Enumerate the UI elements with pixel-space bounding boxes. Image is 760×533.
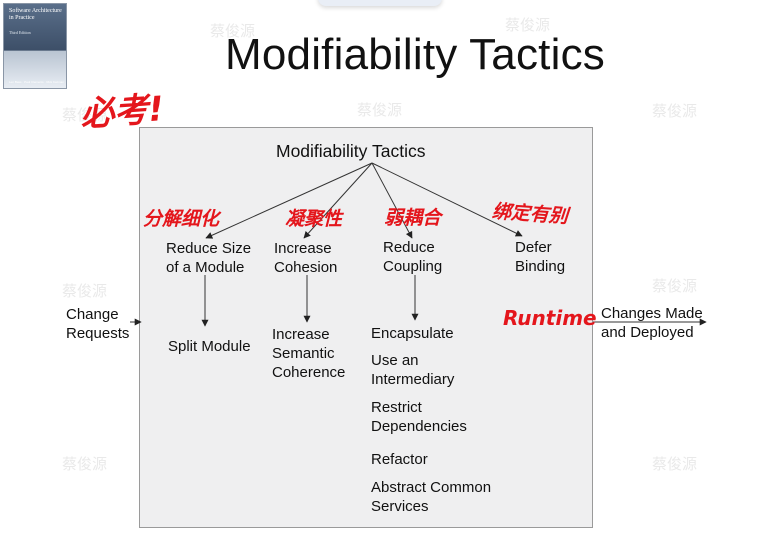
watermark: 蔡俊源 bbox=[652, 277, 698, 295]
input-line-1: Change bbox=[66, 306, 119, 323]
watermark: 蔡俊源 bbox=[62, 282, 108, 300]
watermark: 蔡俊源 bbox=[505, 16, 551, 34]
category-defer-binding: Defer Binding bbox=[515, 238, 565, 276]
diagram-panel bbox=[139, 127, 593, 528]
tactic-coherence-line-1: Increase bbox=[272, 326, 330, 343]
book-cover-authors: Len Bass · Paul Clements · Rick Kazman bbox=[9, 80, 65, 84]
annotation-coupling: 弱耦合 bbox=[384, 207, 442, 229]
output-line-1: Changes Made bbox=[601, 305, 703, 322]
tactic-abstract-common-services: Abstract Common Services bbox=[371, 478, 491, 516]
tactic-restrict-dependencies: Restrict Dependencies bbox=[371, 398, 467, 436]
watermark: 蔡俊源 bbox=[62, 106, 108, 124]
category-reduce-size-line-2: of a Module bbox=[166, 259, 245, 276]
edge-root-to-reduce-coupling bbox=[371, 162, 413, 239]
category-defer-binding-line-2: Binding bbox=[515, 258, 566, 275]
tactic-intermediary-line-2: Intermediary bbox=[371, 371, 455, 388]
tactic-intermediary-line-1: Use an bbox=[371, 352, 419, 369]
output-changes-deployed: Changes Made and Deployed bbox=[601, 304, 703, 342]
tactic-restrict-line-2: Dependencies bbox=[371, 418, 467, 435]
watermark: 蔡俊源 bbox=[210, 22, 256, 40]
annotation-split: 分解细化 bbox=[143, 208, 220, 230]
slide-title: Modifiability Tactics bbox=[225, 30, 605, 79]
watermark: 蔡俊源 bbox=[62, 455, 108, 473]
book-cover-edition: Third Edition bbox=[9, 30, 31, 35]
book-cover-image: Software Architecture in Practice Third … bbox=[3, 3, 67, 89]
watermark: 蔡俊源 bbox=[652, 455, 698, 473]
tactic-restrict-line-1: Restrict bbox=[371, 399, 422, 416]
annotation-binding: 绑定有别 bbox=[491, 200, 569, 228]
output-line-2: and Deployed bbox=[601, 324, 694, 341]
watermark: 蔡俊源 bbox=[357, 101, 403, 119]
category-increase-cohesion: Increase Cohesion bbox=[274, 239, 337, 277]
edge-root-to-defer-binding bbox=[371, 162, 523, 237]
tactic-abstract-line-2: Services bbox=[371, 498, 429, 515]
category-increase-cohesion-line-2: Cohesion bbox=[274, 259, 338, 276]
category-reduce-coupling: Reduce Coupling bbox=[383, 238, 442, 276]
book-cover-title: Software Architecture in Practice bbox=[9, 8, 62, 21]
watermark: 蔡俊源 bbox=[652, 102, 698, 120]
category-reduce-coupling-line-2: Coupling bbox=[383, 258, 443, 275]
tactic-coherence-line-2: Semantic bbox=[272, 345, 335, 362]
input-change-requests: Change Requests bbox=[66, 305, 129, 343]
edge-root-to-increase-cohesion bbox=[303, 162, 373, 239]
tactic-increase-semantic-coherence: Increase Semantic Coherence bbox=[272, 325, 345, 382]
input-line-2: Requests bbox=[66, 325, 130, 342]
diagram-root-label: Modifiability Tactics bbox=[276, 141, 426, 161]
tactic-encapsulate: Encapsulate bbox=[371, 325, 454, 342]
category-reduce-coupling-line-1: Reduce bbox=[383, 239, 435, 256]
tactic-split-module: Split Module bbox=[168, 338, 251, 355]
tactic-refactor: Refactor bbox=[371, 451, 428, 468]
annotation-cohesion: 凝聚性 bbox=[285, 208, 343, 230]
tactic-use-an-intermediary: Use an Intermediary bbox=[371, 351, 454, 389]
tactic-coherence-line-3: Coherence bbox=[272, 364, 346, 381]
category-increase-cohesion-line-1: Increase bbox=[274, 240, 332, 257]
tactic-abstract-line-1: Abstract Common bbox=[371, 479, 492, 496]
category-reduce-size-line-1: Reduce Size bbox=[166, 240, 252, 257]
category-reduce-size: Reduce Size of a Module bbox=[166, 239, 251, 277]
window-tab bbox=[318, 0, 442, 6]
category-defer-binding-line-1: Defer bbox=[515, 239, 552, 256]
annotation-runtime: Runtime bbox=[503, 306, 597, 330]
edge-root-to-reduce-size bbox=[205, 162, 373, 239]
